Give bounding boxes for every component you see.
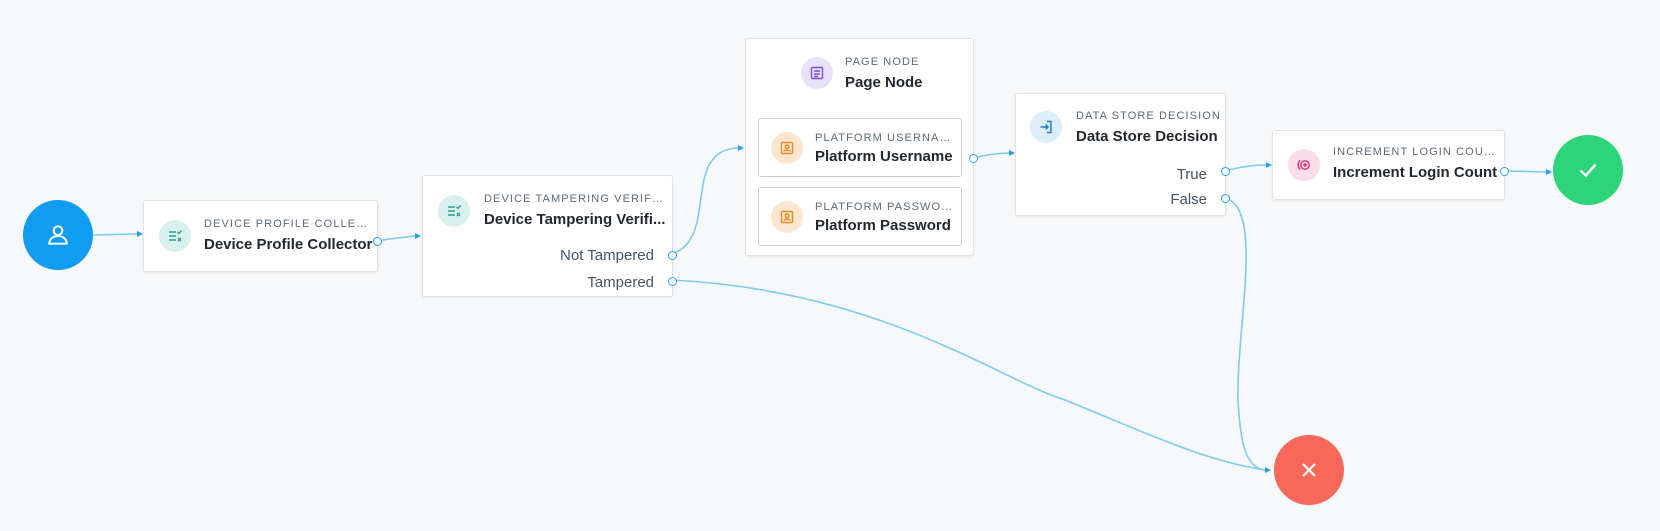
outcome-false: False <box>1170 191 1207 208</box>
list-check-icon <box>159 220 191 252</box>
failure-node[interactable] <box>1274 435 1344 505</box>
node-type-label: PAGE NODE <box>845 56 920 68</box>
arrow-head <box>415 233 421 239</box>
node-title: Data Store Decision <box>1076 128 1218 145</box>
wire-start-to-profile <box>91 233 138 236</box>
device-profile-collector-node[interactable]: DEVICE PROFILE COLLECTOR Device Profile … <box>143 200 382 272</box>
child-type-label: PLATFORM PASSWORD <box>815 201 955 213</box>
user-badge-icon <box>771 201 803 233</box>
node-type-label: DEVICE PROFILE COLLECTOR <box>204 218 369 230</box>
page-icon <box>801 57 833 89</box>
platform-password-card[interactable]: PLATFORM PASSWORD Platform Password <box>758 187 962 246</box>
output-port[interactable] <box>1500 167 1509 176</box>
arrow-head <box>1546 169 1552 175</box>
outcome-port-false[interactable] <box>1221 194 1230 203</box>
wire-increment-to-success <box>1507 170 1547 173</box>
outcome-not-tampered: Not Tampered <box>560 247 654 264</box>
start-node[interactable] <box>23 200 93 270</box>
node-type-label: DEVICE TAMPERING VERIFICA... <box>484 193 664 205</box>
node-title: Page Node <box>845 74 923 91</box>
wire-tampered-to-failure <box>670 279 1266 471</box>
outcome-tampered: Tampered <box>587 274 654 291</box>
success-node[interactable] <box>1553 135 1623 205</box>
output-port[interactable] <box>969 154 978 163</box>
increment-icon <box>1288 149 1320 181</box>
node-title: Increment Login Count <box>1333 164 1498 181</box>
node-title: Device Tampering Verifi... <box>484 211 666 228</box>
close-icon <box>1297 458 1321 482</box>
check-icon <box>1575 157 1601 183</box>
outcome-true: True <box>1176 166 1207 183</box>
node-type-label: INCREMENT LOGIN COUNT <box>1333 146 1498 158</box>
user-icon <box>45 222 71 248</box>
page-node[interactable]: PAGE NODE Page Node PLATFORM USERNAME Pl… <box>745 38 978 256</box>
increment-login-count-node[interactable]: INCREMENT LOGIN COUNT Increment Login Co… <box>1272 130 1509 200</box>
wire-profile-to-tampering <box>376 235 416 242</box>
data-store-decision-node[interactable]: DATA STORE DECISION Data Store Decision … <box>1015 93 1230 216</box>
wire-page-to-data-store <box>972 152 1010 159</box>
node-title: Device Profile Collector <box>204 236 373 253</box>
child-type-label: PLATFORM USERNAME <box>815 132 955 144</box>
wire-not-tampered-to-page <box>670 147 739 255</box>
arrow-head <box>738 145 744 151</box>
child-title: Platform Password <box>815 217 951 234</box>
platform-username-card[interactable]: PLATFORM USERNAME Platform Username <box>758 118 962 177</box>
child-title: Platform Username <box>815 148 953 165</box>
wire-false-to-failure <box>1223 197 1266 471</box>
device-tampering-verification-node[interactable]: DEVICE TAMPERING VERIFICA... Device Tamp… <box>422 175 677 297</box>
wire-true-to-increment <box>1223 164 1267 172</box>
output-port[interactable] <box>373 237 382 246</box>
outcome-port-not-tampered[interactable] <box>668 251 677 260</box>
sign-in-icon <box>1030 111 1062 143</box>
outcome-port-tampered[interactable] <box>668 277 677 286</box>
user-badge-icon <box>771 132 803 164</box>
arrow-head <box>1265 467 1271 473</box>
node-type-label: DATA STORE DECISION <box>1076 110 1221 122</box>
outcome-port-true[interactable] <box>1221 167 1230 176</box>
list-check-icon <box>438 195 470 227</box>
